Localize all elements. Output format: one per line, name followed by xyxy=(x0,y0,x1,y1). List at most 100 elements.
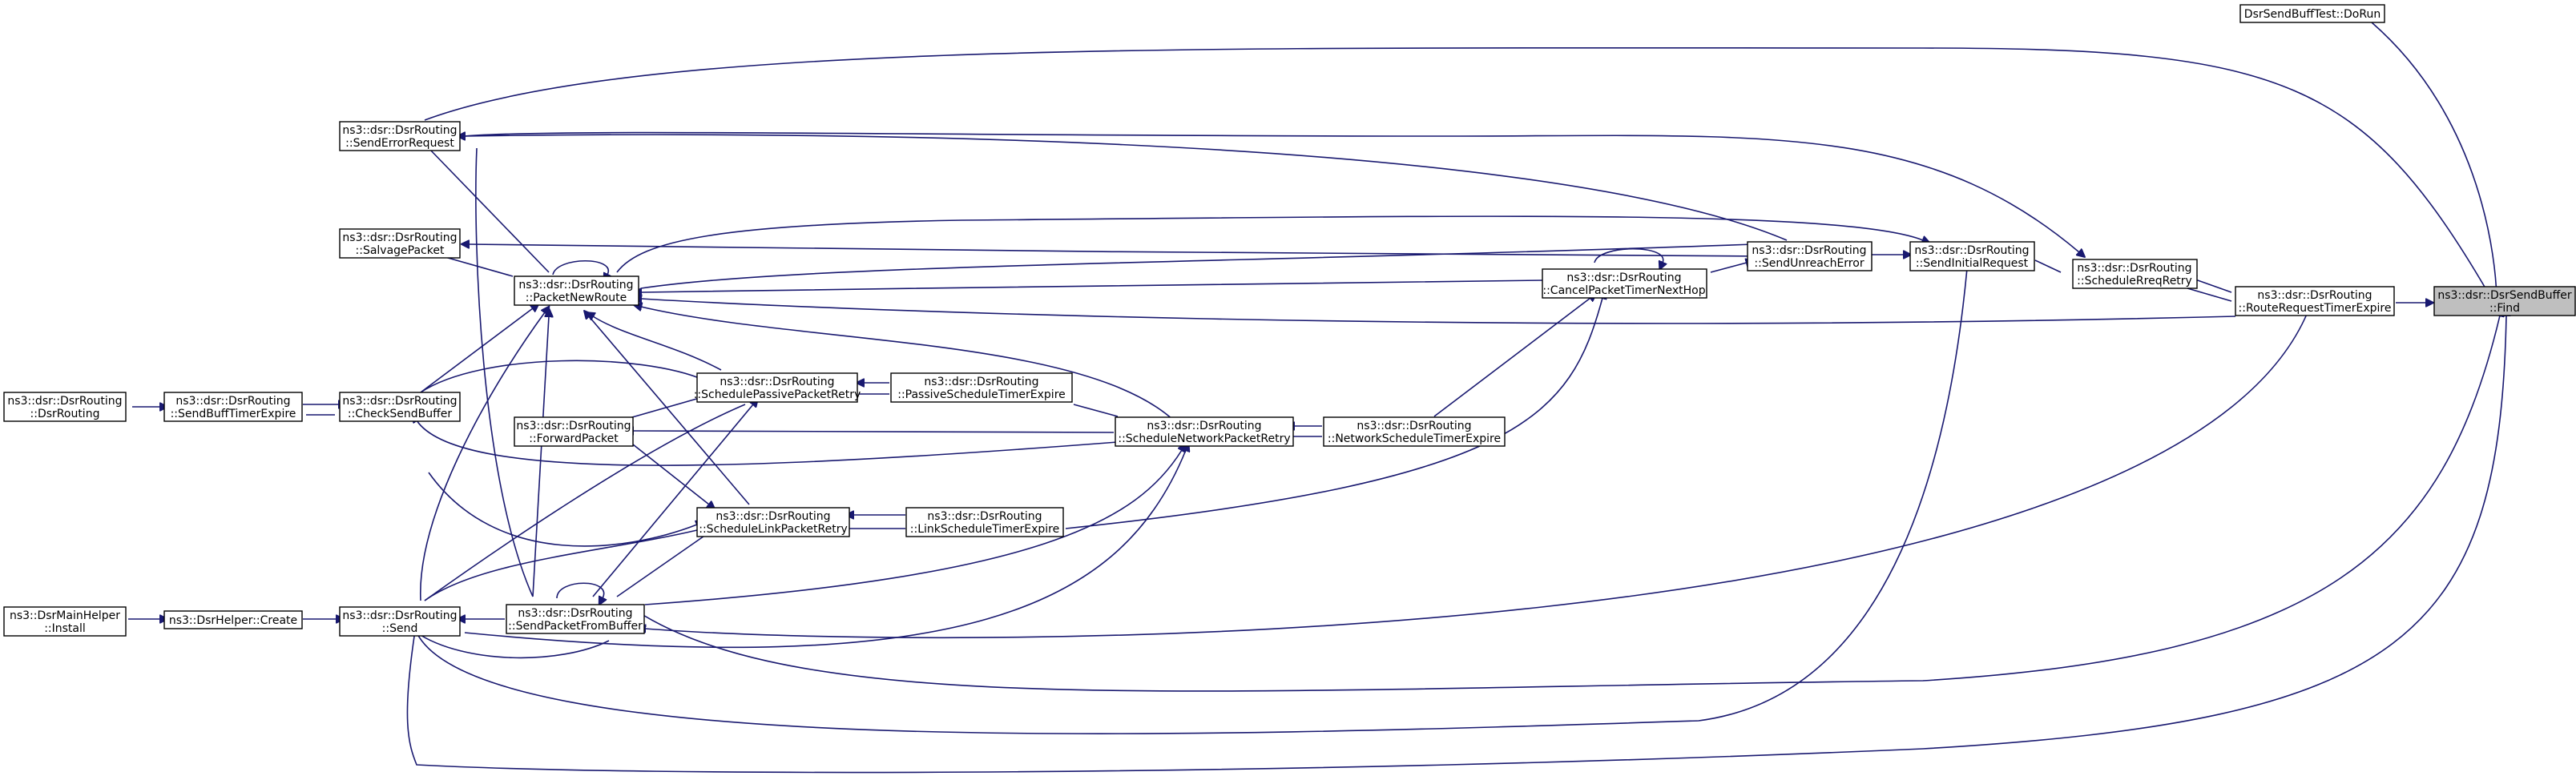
node-rrte-line1: ns3::dsr::DsrRouting xyxy=(2257,289,2372,302)
edge-srr-rrte xyxy=(2195,279,2232,293)
edge-pnr-snpr xyxy=(641,307,1175,421)
node-snpr-line1: ns3::dsr::DsrRouting xyxy=(1147,420,1261,432)
edge-sppr-csb xyxy=(420,360,706,393)
node-cptnh-line1: ns3::dsr::DsrRouting xyxy=(1566,271,1681,284)
node-install-line2: ::Install xyxy=(44,622,86,635)
node-sue-line2: ::SendUnreachError xyxy=(1754,257,1864,270)
node-sbte-line1: ns3::dsr::DsrRouting xyxy=(175,395,290,408)
edge-sue-cptnh xyxy=(1710,263,1747,273)
edge-snpr-spfb xyxy=(644,450,1182,605)
edge-slpr-fp xyxy=(632,444,709,505)
edge-pnr-cptnh xyxy=(641,279,1543,292)
node-slpr[interactable]: ns3::dsr::DsrRouting ::ScheduleLinkPacke… xyxy=(696,507,850,537)
node-pnr-line1: ns3::dsr::DsrRouting xyxy=(518,279,633,292)
edge-slpr-csb xyxy=(428,472,697,547)
node-rrte[interactable]: ns3::dsr::DsrRouting ::RouteRequestTimer… xyxy=(2235,286,2395,316)
node-pste-line2: ::PassiveScheduleTimerExpire xyxy=(897,388,1066,401)
edge-spfb-self xyxy=(556,582,604,598)
node-csb-line2: ::CheckSendBuffer xyxy=(348,408,452,420)
node-dsrr[interactable]: ns3::dsr::DsrRouting ::DsrRouting xyxy=(3,392,127,422)
node-dorun-line1: DsrSendBuffTest::DoRun xyxy=(2244,8,2380,21)
edge-pnr-rrte xyxy=(641,299,2236,324)
edge-cptnh-lste xyxy=(1065,298,1602,529)
node-sir-line2: ::SendInitialRequest xyxy=(1916,257,2029,270)
node-snpr[interactable]: ns3::dsr::DsrRouting ::ScheduleNetworkPa… xyxy=(1115,416,1294,447)
node-ser[interactable]: ns3::dsr::DsrRouting ::SendErrorRequest xyxy=(339,121,461,151)
edge-csb-snpr xyxy=(417,420,1119,466)
node-srr[interactable]: ns3::dsr::DsrRouting ::ScheduleRreqRetry xyxy=(2072,259,2198,289)
node-find[interactable]: ns3::dsr::DsrSendBuffer ::Find xyxy=(2433,286,2576,316)
node-fp[interactable]: ns3::dsr::DsrRouting ::ForwardPacket xyxy=(514,416,634,447)
node-install-line1: ns3::DsrMainHelper xyxy=(10,609,120,622)
edge-pnr-sue xyxy=(640,243,1756,289)
edge-send-find-bottom xyxy=(406,316,2506,774)
edge-fp-snpr xyxy=(633,431,1115,432)
node-find-line2: ::Find xyxy=(2489,302,2520,315)
edge-sp-sue xyxy=(469,244,1764,257)
edge-ser-sue xyxy=(465,135,1788,241)
edge-pnr-slpr xyxy=(589,316,750,505)
edge-sppr-send xyxy=(424,404,746,601)
node-sbte-line2: ::SendBuffTimerExpire xyxy=(171,408,296,420)
edge-spfb-send-low xyxy=(416,632,610,659)
node-send-line1: ns3::dsr::DsrRouting xyxy=(342,609,457,622)
edge-cptnh-self xyxy=(1594,247,1663,263)
edge-pnr-sir xyxy=(616,215,1923,273)
edge-ser-send xyxy=(475,147,534,597)
node-cptnh-line2: ::CancelPacketTimerNextHop xyxy=(1542,284,1705,297)
edge-rrte-srr xyxy=(2187,287,2232,302)
node-pste-line1: ns3::dsr::DsrRouting xyxy=(924,376,1038,388)
edge-dorun-find xyxy=(2371,22,2497,298)
edges xyxy=(128,22,2506,774)
node-pnr[interactable]: ns3::dsr::DsrRouting ::PacketNewRoute xyxy=(514,275,639,306)
node-lste-line2: ::LinkScheduleTimerExpire xyxy=(910,523,1059,536)
node-slpr-line1: ns3::dsr::DsrRouting xyxy=(716,510,830,523)
node-spfb[interactable]: ns3::dsr::DsrRouting ::SendPacketFromBuf… xyxy=(506,604,645,634)
edge-spfb-find xyxy=(632,316,2500,692)
node-lste[interactable]: ns3::dsr::DsrRouting ::LinkScheduleTimer… xyxy=(905,507,1064,537)
node-dsrr-line2: ::DsrRouting xyxy=(30,408,100,420)
node-slpr-line2: ::ScheduleLinkPacketRetry xyxy=(699,523,847,536)
node-csb[interactable]: ns3::dsr::DsrRouting ::CheckSendBuffer xyxy=(339,392,461,422)
node-ser-line2: ::SendErrorRequest xyxy=(345,137,454,150)
node-dsrr-line1: ns3::dsr::DsrRouting xyxy=(7,395,122,408)
nodes: ns3::dsr::DsrSendBuffer ::Find DsrSendBu… xyxy=(3,4,2576,637)
edge-cptnh-nste xyxy=(1433,298,1590,417)
node-fp-line1: ns3::dsr::DsrRouting xyxy=(516,420,631,432)
node-snpr-line2: ::ScheduleNetworkPacketRetry xyxy=(1118,432,1290,445)
node-install[interactable]: ns3::DsrMainHelper ::Install xyxy=(3,606,127,637)
node-sp-line2: ::SalvagePacket xyxy=(356,244,445,257)
edge-spfb-rrte xyxy=(645,312,2308,639)
node-send[interactable]: ns3::dsr::DsrRouting ::Send xyxy=(339,606,461,637)
node-srr-line1: ns3::dsr::DsrRouting xyxy=(2077,262,2191,275)
node-sue[interactable]: ns3::dsr::DsrRouting ::SendUnreachError xyxy=(1747,241,1873,271)
node-sppr-line1: ns3::dsr::DsrRouting xyxy=(720,376,834,388)
node-csb-line1: ns3::dsr::DsrRouting xyxy=(342,395,457,408)
edge-pste-snpr xyxy=(1073,404,1119,417)
edge-slpr-send xyxy=(424,529,698,601)
node-sppr[interactable]: ns3::dsr::DsrRouting ::SchedulePassivePa… xyxy=(694,372,861,403)
node-nste-line2: ::NetworkScheduleTimerExpire xyxy=(1328,432,1501,445)
node-fp-line2: ::ForwardPacket xyxy=(529,432,619,445)
node-dorun[interactable]: DsrSendBuffTest::DoRun xyxy=(2239,4,2385,23)
edge-srr-ser xyxy=(464,131,2079,252)
node-sp[interactable]: ns3::dsr::DsrRouting ::SalvagePacket xyxy=(339,228,461,259)
edge-pnr-send xyxy=(420,312,545,601)
node-hcreate[interactable]: ns3::DsrHelper::Create xyxy=(163,610,303,629)
node-sir[interactable]: ns3::dsr::DsrRouting ::SendInitialReques… xyxy=(1909,241,2035,271)
node-sue-line1: ns3::dsr::DsrRouting xyxy=(1752,244,1866,257)
node-pste[interactable]: ns3::dsr::DsrRouting ::PassiveScheduleTi… xyxy=(890,372,1073,403)
node-send-line2: ::Send xyxy=(382,622,418,635)
node-sir-line1: ns3::dsr::DsrRouting xyxy=(1914,244,2029,257)
node-lste-line1: ns3::dsr::DsrRouting xyxy=(927,510,1042,523)
node-nste[interactable]: ns3::dsr::DsrRouting ::NetworkScheduleTi… xyxy=(1323,416,1506,447)
node-cptnh[interactable]: ns3::dsr::DsrRouting ::CancelPacketTimer… xyxy=(1542,268,1707,299)
edge-pnr-spfb xyxy=(532,316,549,597)
node-sbte[interactable]: ns3::dsr::DsrRouting ::SendBuffTimerExpi… xyxy=(163,392,303,422)
edge-send-sir xyxy=(417,267,1968,734)
node-sppr-line2: ::SchedulePassivePacketRetry xyxy=(694,388,861,401)
edge-snpr-send xyxy=(464,450,1186,649)
node-hcreate-line1: ns3::DsrHelper::Create xyxy=(169,614,297,627)
edge-slpr-spfb xyxy=(616,533,709,597)
